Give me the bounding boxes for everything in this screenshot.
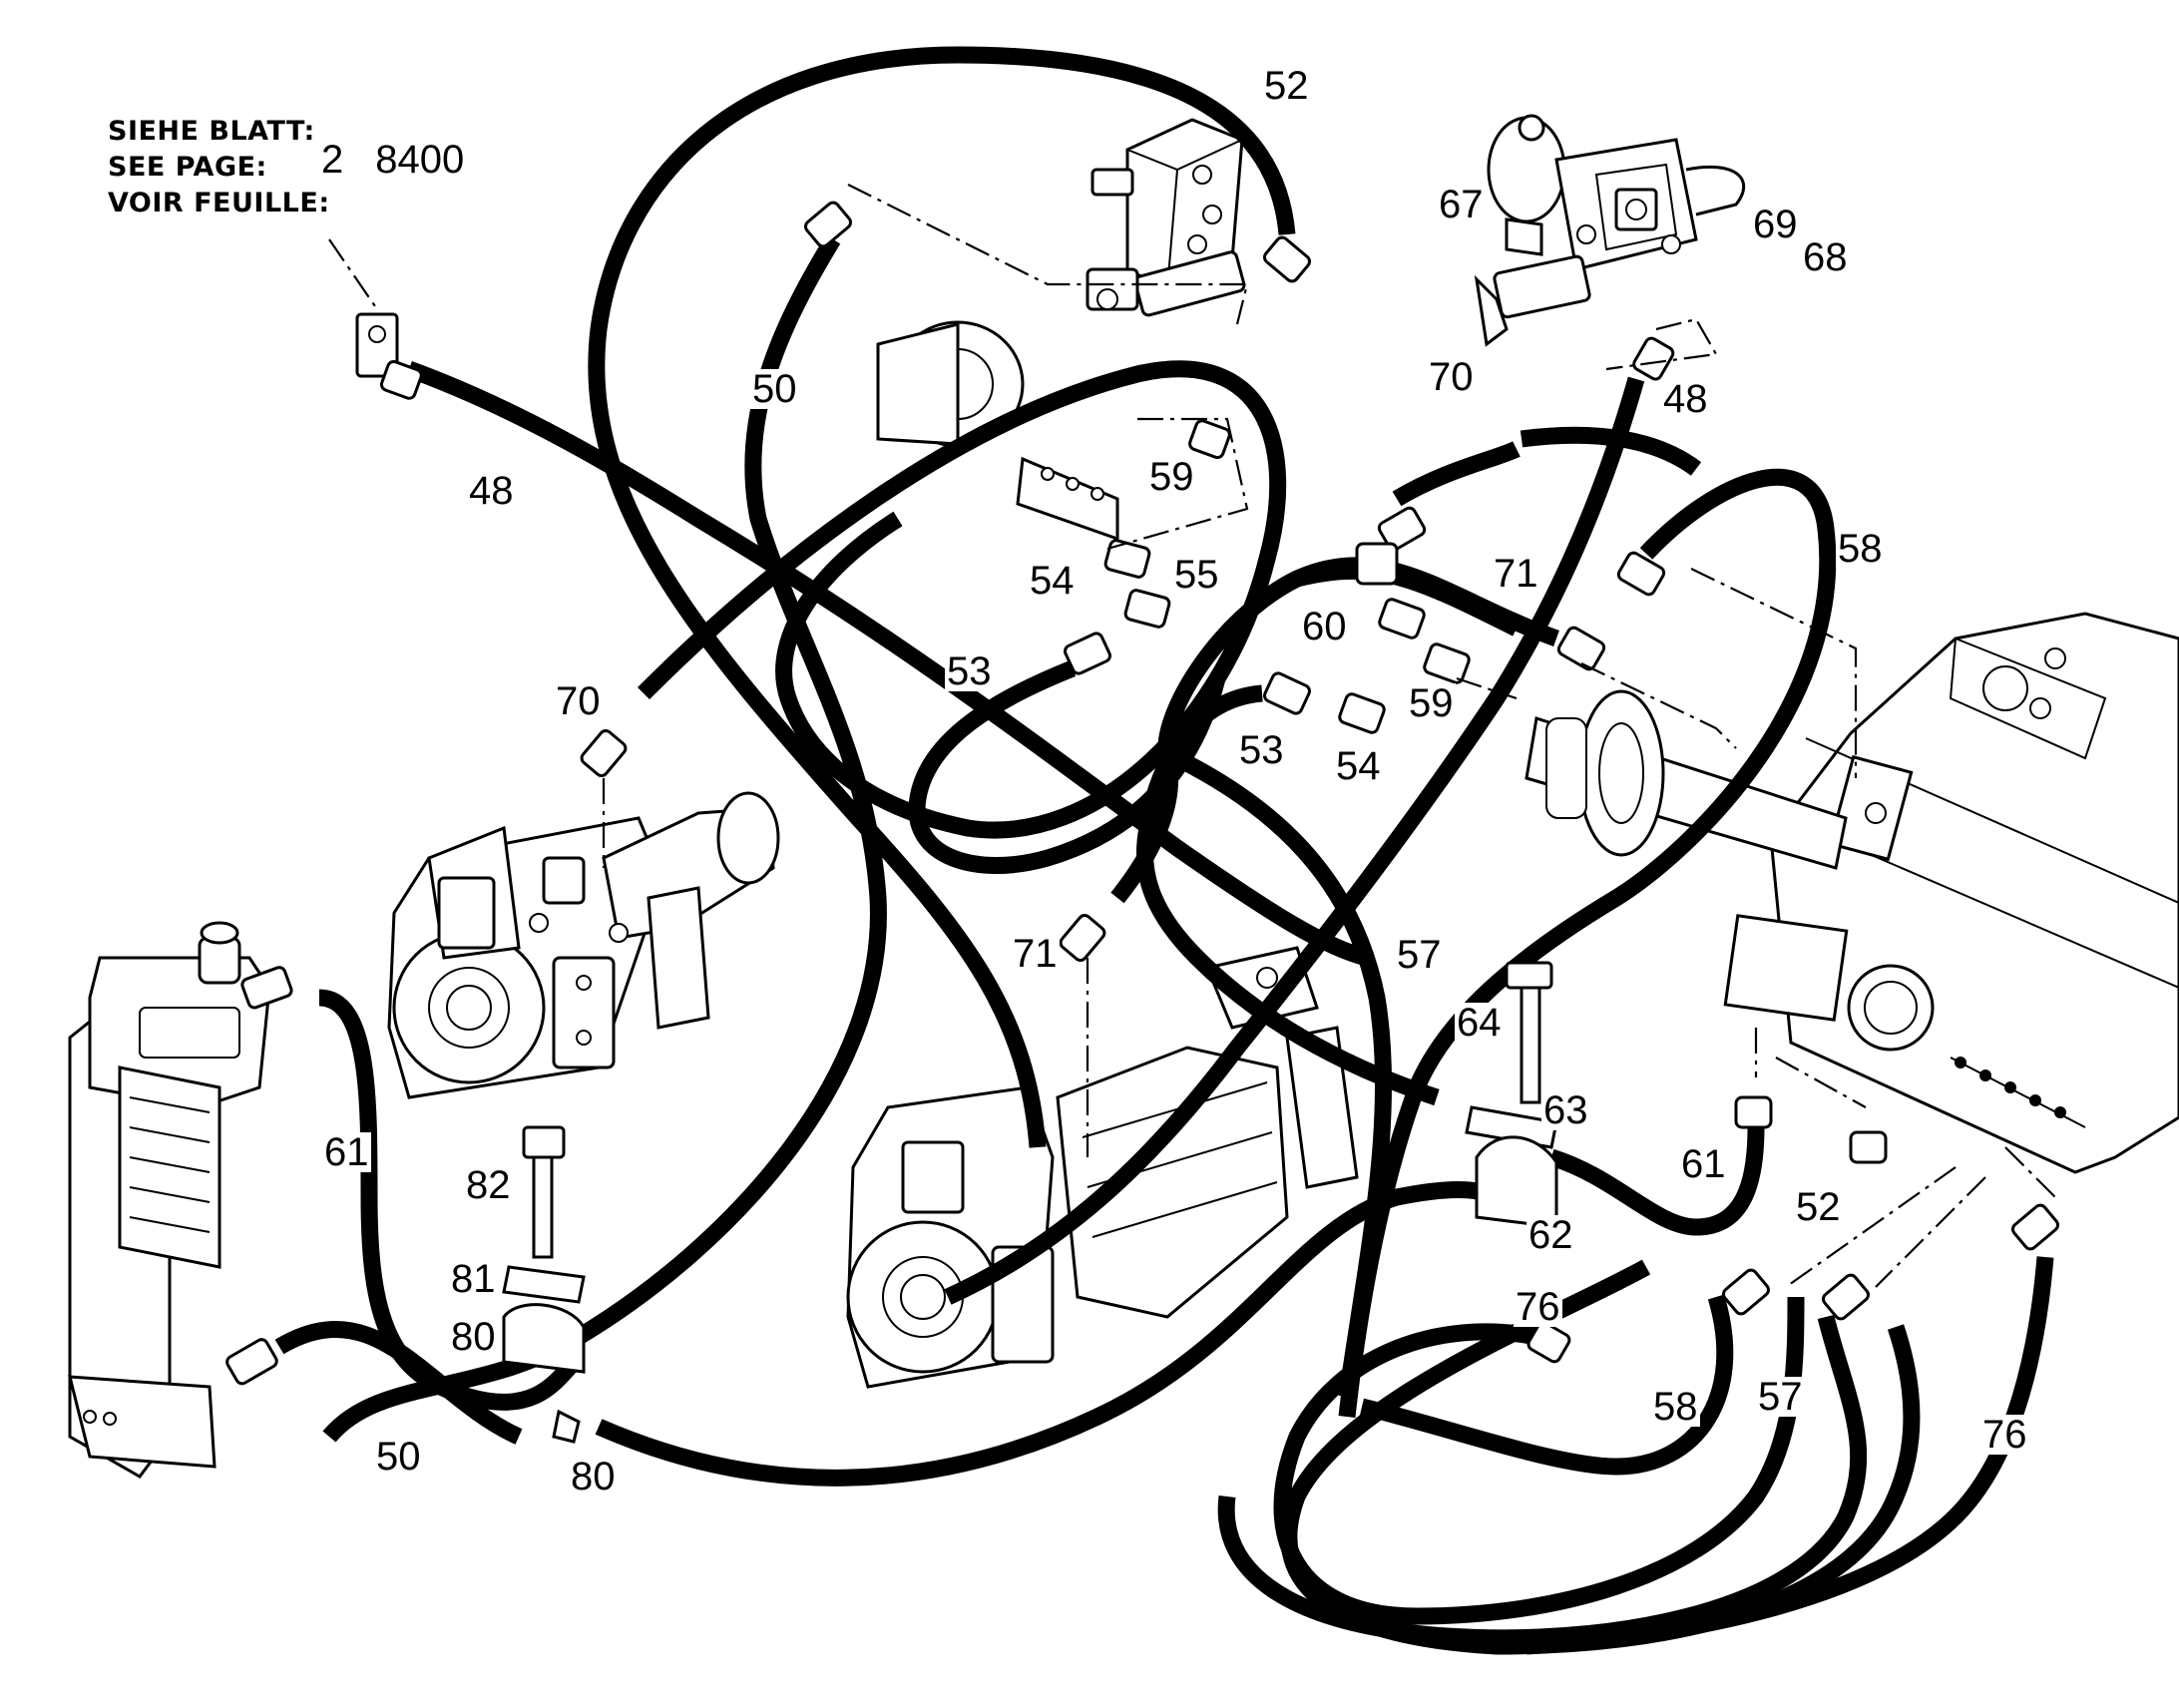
callout-55: 55: [1172, 553, 1221, 597]
leader-lines: [602, 184, 2056, 1288]
callout-80-upper: 80: [449, 1315, 498, 1359]
reference-page-number: 8400: [375, 138, 465, 182]
reference-note: SIEHE BLATT: SEE PAGE: VOIR FEUILLE:: [108, 114, 330, 221]
callout-58-bottom: 58: [1651, 1385, 1700, 1429]
callout-76-right: 76: [1980, 1413, 2029, 1457]
reference-page: 2 8400: [321, 138, 464, 183]
callout-57-bottom: 57: [1756, 1375, 1805, 1419]
callout-71-center: 71: [1011, 932, 1060, 976]
callout-50-top: 50: [750, 367, 799, 411]
callout-48-right: 48: [1661, 377, 1710, 421]
callout-60: 60: [1300, 605, 1349, 648]
hose-clamps: [502, 961, 1558, 1444]
callout-59-top: 59: [1147, 455, 1196, 499]
callout-76-center: 76: [1514, 1285, 1562, 1329]
callout-80-lower: 80: [569, 1455, 618, 1498]
callout-68: 68: [1801, 235, 1850, 279]
callout-59-right: 59: [1407, 681, 1456, 725]
drive-coupling: [1525, 689, 1848, 870]
callout-54-top: 54: [1028, 559, 1077, 603]
callout-53-center: 53: [1237, 728, 1286, 772]
callout-61-left: 61: [322, 1130, 371, 1174]
reference-label-fr: VOIR FEUILLE:: [108, 188, 330, 218]
reference-label-en: SEE PAGE:: [108, 152, 267, 183]
callout-62: 62: [1526, 1213, 1575, 1257]
engine-housing: [1723, 612, 2179, 1174]
callout-69: 69: [1751, 203, 1800, 246]
lower-pump-unit: [846, 946, 1359, 1389]
callout-63: 63: [1541, 1088, 1590, 1132]
callout-71-top: 71: [1492, 552, 1540, 596]
reference-bracket: [328, 238, 399, 378]
callout-81: 81: [449, 1257, 498, 1301]
callout-52-top: 52: [1262, 64, 1311, 108]
callout-70-left: 70: [554, 679, 603, 723]
callout-70-top: 70: [1427, 355, 1476, 399]
accumulator-valve-assembly: [1474, 114, 1746, 347]
reference-group-number: 2: [321, 138, 344, 182]
upper-motor: [876, 320, 1119, 542]
callout-52-bottom: 52: [1794, 1185, 1843, 1229]
callout-54-right: 54: [1334, 744, 1383, 788]
left-pump-unit: [387, 791, 780, 1099]
callout-50-bottom: 50: [374, 1435, 423, 1479]
callout-67: 67: [1437, 183, 1486, 226]
callout-57-center: 57: [1395, 933, 1444, 977]
control-valve-block: [1086, 118, 1246, 317]
hoses: [274, 46, 2054, 1655]
reference-label-de: SIEHE BLATT:: [108, 116, 315, 147]
callout-61-right: 61: [1679, 1142, 1728, 1186]
oil-cooler: [68, 921, 271, 1479]
callout-53-left: 53: [945, 649, 994, 693]
callout-48-left: 48: [467, 469, 516, 513]
callout-64: 64: [1455, 1001, 1504, 1045]
callout-82: 82: [464, 1163, 513, 1207]
hose-fittings: [225, 201, 2060, 1386]
callout-58-right: 58: [1836, 527, 1885, 571]
